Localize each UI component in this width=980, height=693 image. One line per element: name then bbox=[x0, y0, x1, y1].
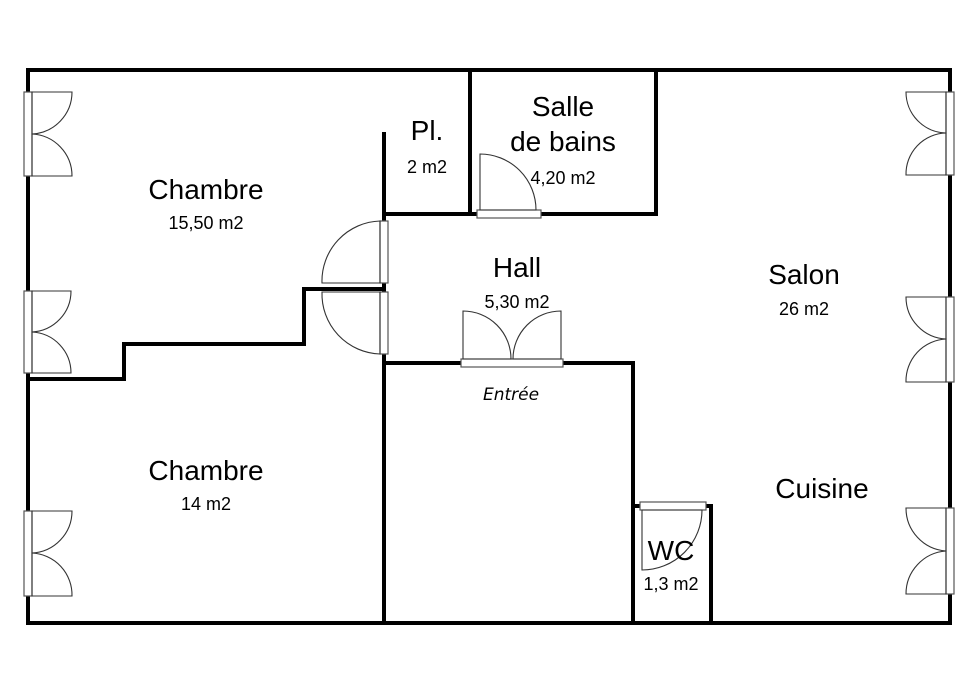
door-chambre1 bbox=[321, 220, 389, 284]
bedroom-divider-wall bbox=[26, 287, 386, 381]
placard-area: 2 m2 bbox=[407, 157, 447, 177]
placard-name: Pl. bbox=[411, 115, 444, 146]
hall-name: Hall bbox=[493, 252, 541, 283]
door-entrance bbox=[460, 310, 564, 368]
chambre1-name: Chambre bbox=[148, 174, 263, 205]
cuisine-name: Cuisine bbox=[775, 473, 868, 504]
bathroom-name-line2: de bains bbox=[510, 126, 616, 157]
window-east-1 bbox=[905, 91, 955, 176]
walls bbox=[26, 68, 952, 625]
wc-name: WC bbox=[648, 535, 695, 566]
chambre2-name: Chambre bbox=[148, 455, 263, 486]
door-bathroom bbox=[476, 153, 542, 219]
window-east-2 bbox=[905, 296, 955, 383]
salon-area: 26 m2 bbox=[779, 299, 829, 319]
window-east-3 bbox=[905, 507, 955, 595]
window-west-1 bbox=[23, 91, 73, 177]
hall-area: 5,30 m2 bbox=[484, 292, 549, 312]
window-west-3 bbox=[23, 510, 73, 597]
bathroom-name-line1: Salle bbox=[532, 91, 594, 122]
outer-wall bbox=[26, 68, 952, 625]
wc-area: 1,3 m2 bbox=[643, 574, 698, 594]
door-wc bbox=[639, 501, 707, 571]
window-west-2 bbox=[23, 290, 72, 374]
chambre1-area: 15,50 m2 bbox=[168, 213, 243, 233]
entrance-label: Entrée bbox=[483, 385, 539, 405]
door-chambre2 bbox=[321, 291, 389, 355]
chambre2-area: 14 m2 bbox=[181, 494, 231, 514]
bathroom-area: 4,20 m2 bbox=[530, 168, 595, 188]
salon-name: Salon bbox=[768, 259, 840, 290]
